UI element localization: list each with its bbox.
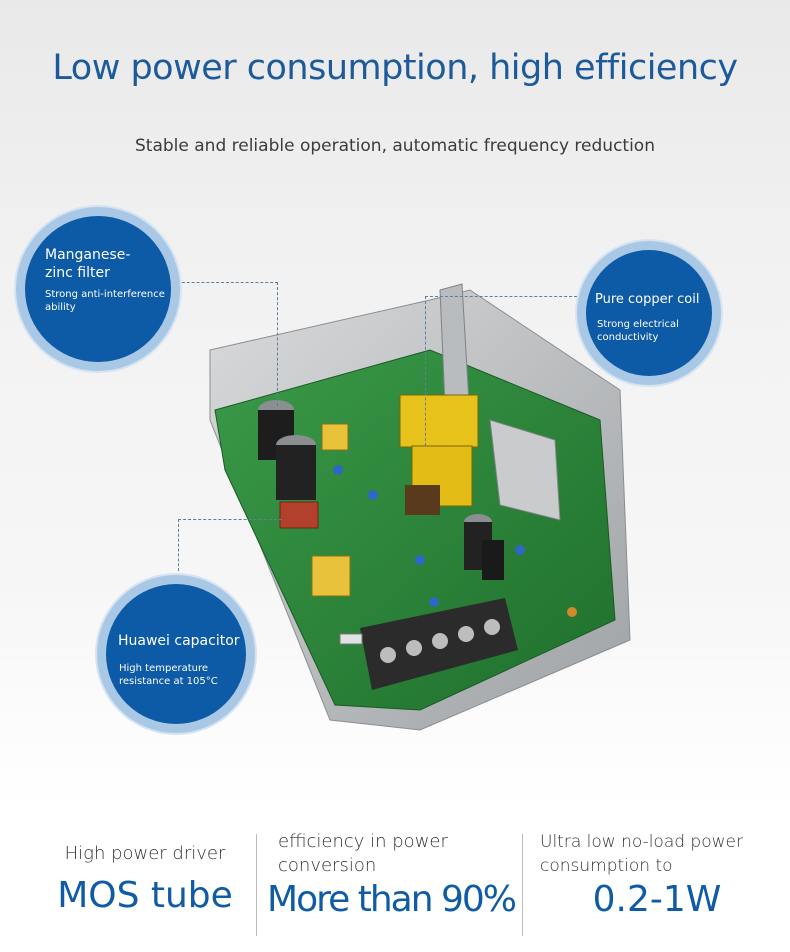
- feature-no-load-power: Ultra low no-load power consumption to 0…: [526, 830, 788, 922]
- page-subtitle: Stable and reliable operation, automatic…: [135, 136, 655, 156]
- callout-leader-line: [172, 282, 278, 283]
- callout-leader-line: [178, 519, 179, 581]
- callout-leader-line: [425, 296, 587, 297]
- feature-label: Ultra low no-load power: [540, 832, 743, 852]
- callout-leader-line: [277, 282, 278, 406]
- feature-value: More than 90%: [267, 879, 517, 920]
- callout-description: Strong electrical: [597, 319, 679, 330]
- callout-leader-line: [425, 296, 426, 446]
- feature-divider: [256, 834, 257, 936]
- callout-description: conductivity: [597, 332, 659, 343]
- feature-divider: [522, 834, 523, 936]
- feature-label: efficiency in power: [278, 831, 448, 852]
- callout-description: ability: [45, 302, 76, 313]
- callout-huawei-capacitor: Huawei capacitor High temperature resist…: [106, 584, 246, 724]
- feature-mos-tube: High power driver MOS tube: [40, 842, 250, 918]
- page-title: Low power consumption, high efficiency: [52, 48, 738, 88]
- callout-title: Manganese-: [45, 247, 131, 263]
- callout-manganese-zinc-filter: Manganese- zinc filter Strong anti-inter…: [25, 216, 171, 362]
- callout-pure-copper-coil: Pure copper coil Strong electrical condu…: [586, 250, 712, 376]
- callout-description: High temperature: [119, 663, 209, 674]
- callout-title: Pure copper coil: [595, 292, 700, 307]
- feature-value: MOS tube: [57, 875, 233, 916]
- callout-title: zinc filter: [45, 265, 110, 281]
- feature-label: consumption to: [540, 856, 673, 876]
- feature-efficiency: efficiency in power conversion More than…: [262, 830, 520, 922]
- callout-title: Huawei capacitor: [118, 633, 240, 649]
- callout-leader-line: [178, 519, 282, 520]
- callout-description: resistance at 105°C: [119, 676, 218, 687]
- callout-description: Strong anti-interference: [45, 289, 165, 300]
- feature-label: conversion: [278, 855, 377, 876]
- feature-value: 0.2-1W: [592, 879, 722, 920]
- feature-label: High power driver: [64, 843, 226, 864]
